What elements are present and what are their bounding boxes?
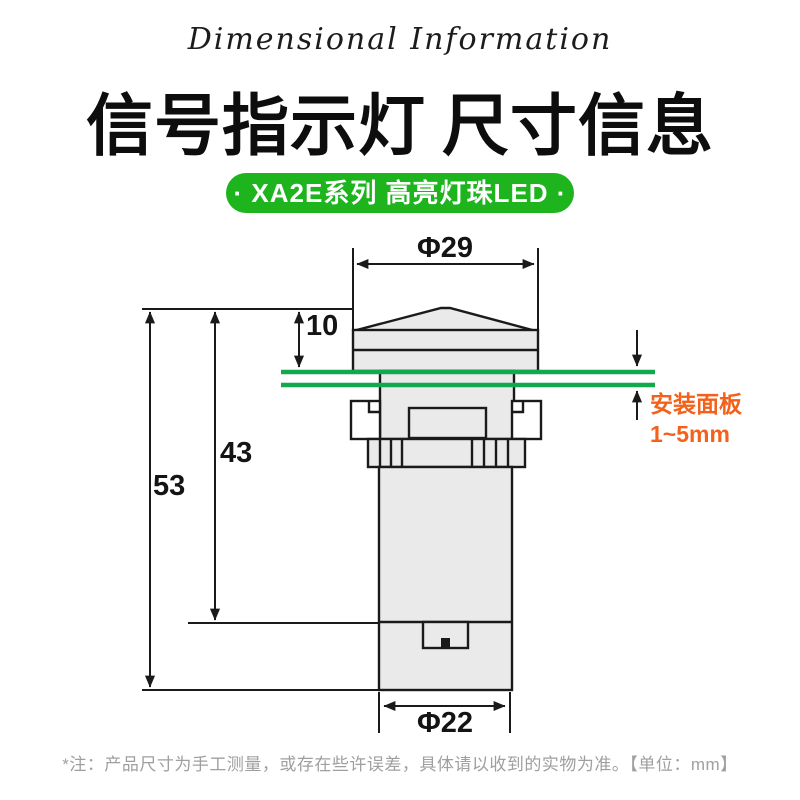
- label-bottom-diameter: Φ22: [416, 707, 474, 739]
- label-total-height: 53: [153, 470, 186, 502]
- label-body-height: 43: [220, 437, 253, 469]
- series-badge: · XA2E系列 高亮灯珠LED ·: [226, 173, 574, 213]
- indicator-head-shape: [351, 306, 540, 373]
- title-subject: 尺寸信息: [442, 89, 714, 164]
- label-panel-thickness: 1~5mm: [650, 421, 730, 447]
- indicator-body-shape: [377, 465, 514, 692]
- footnote: *注：产品尺寸为手工测量，或存在些许误差，具体请以收到的实物为准。【单位：mm】: [62, 755, 738, 774]
- dimension-43-lines: [188, 311, 379, 624]
- label-top-diameter: Φ29: [416, 232, 474, 264]
- indicator-neck-shape: [349, 369, 543, 441]
- label-head-height: 10: [306, 310, 339, 342]
- dimension-10-lines: [142, 308, 352, 368]
- dimension-phi29-lines: [352, 248, 539, 329]
- dimension-53-lines: [142, 311, 378, 691]
- dimension-phi22-lines: [378, 692, 511, 733]
- eyebrow-script-title: Dimensional Information: [187, 22, 613, 57]
- label-mounting-panel: 安装面板: [650, 391, 742, 417]
- mounting-panel-lines: [281, 369, 655, 388]
- page-title: 信号指示灯尺寸信息: [0, 72, 800, 169]
- locking-ring-shape: [366, 437, 527, 469]
- title-product-name: 信号指示灯: [86, 89, 426, 164]
